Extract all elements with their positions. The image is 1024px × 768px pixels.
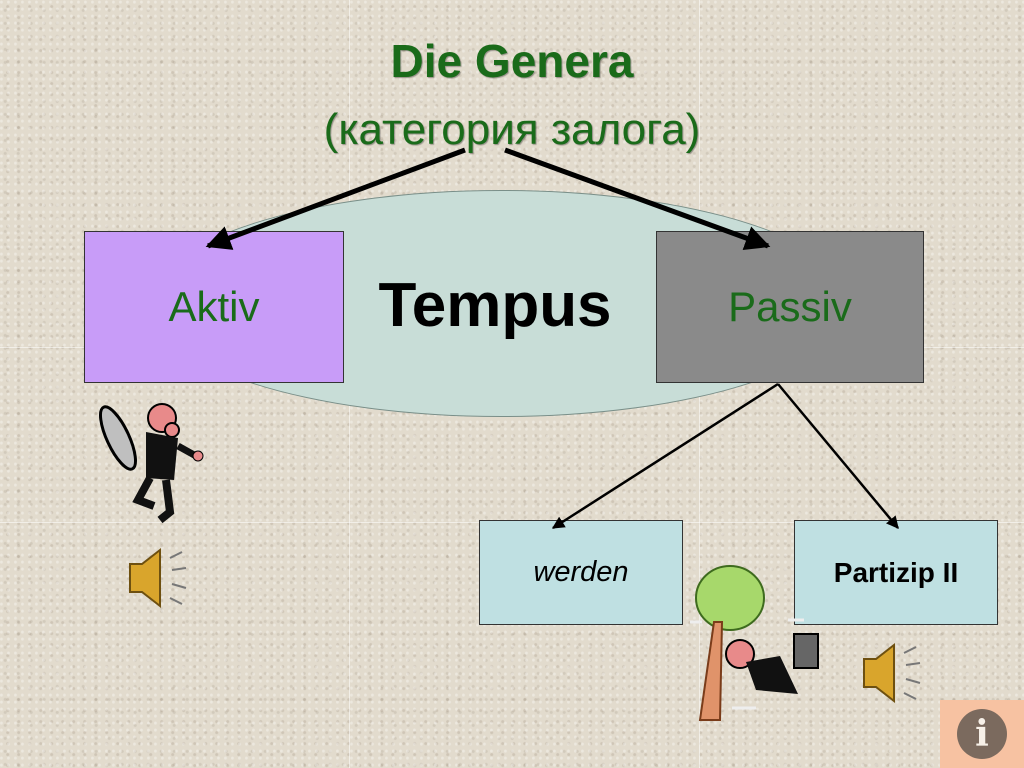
man-hitting-tree-icon bbox=[690, 565, 819, 721]
tempus-label: Tempus bbox=[378, 271, 612, 340]
info-button[interactable]: i bbox=[940, 700, 1024, 768]
werden-label: werden bbox=[533, 556, 629, 588]
slide-title: Die Genera bbox=[390, 35, 634, 87]
arrow-to-aktiv bbox=[205, 147, 466, 250]
partizip-label: Partizip II bbox=[833, 556, 959, 588]
arrow-to-partizip bbox=[777, 383, 899, 529]
speaker-icon bbox=[129, 547, 187, 609]
passiv-label: Passiv bbox=[728, 283, 852, 330]
info-icon: i bbox=[957, 709, 1007, 759]
passiv-box: Passiv bbox=[656, 231, 924, 383]
arrow-to-passiv bbox=[504, 147, 771, 251]
aktiv-label: Aktiv bbox=[168, 283, 260, 330]
aktiv-box: Aktiv bbox=[84, 231, 344, 383]
speaker-icon bbox=[863, 642, 921, 704]
slide-subtitle: (категория залога) bbox=[323, 105, 701, 154]
partizip-box: Partizip II bbox=[794, 520, 998, 625]
arrow-to-werden bbox=[551, 382, 779, 530]
running-man-icon bbox=[99, 403, 204, 524]
werden-box: werden bbox=[479, 520, 683, 625]
